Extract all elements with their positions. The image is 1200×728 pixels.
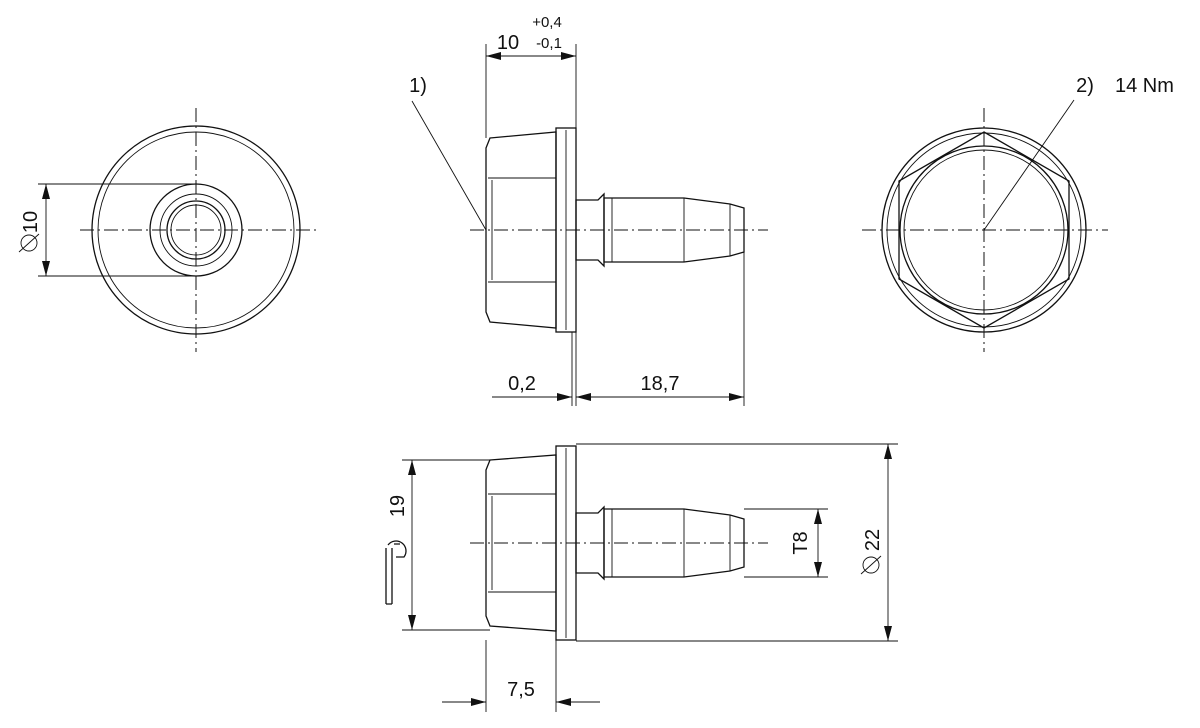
dim-0-2-label: 0,2 [508, 373, 536, 395]
dim-7-5-label: 7,5 [507, 679, 535, 701]
dim-18-7-label: 18,7 [641, 373, 680, 395]
note-2-label: 2) [1076, 75, 1094, 97]
dim-dia-10-label: 10 [20, 211, 42, 233]
end-view-right: 2) 14 Nm [862, 75, 1174, 352]
end-view-left: 10 [18, 108, 320, 352]
dim-t8-label: T8 [790, 531, 812, 554]
dim-len-10-label: 10 [497, 32, 519, 54]
wrench-icon [385, 540, 407, 605]
dim-19-label: 19 [387, 495, 409, 517]
tolerance-upper: +0,4 [532, 14, 562, 31]
side-view-top: 10 +0,4 -0,1 1) 0,2 18,7 [409, 14, 768, 406]
tolerance-lower: -0,1 [536, 35, 562, 52]
diameter-symbol-22 [860, 555, 882, 575]
torque-label: 14 Nm [1115, 75, 1174, 97]
side-view-bottom: 19 T8 22 7,5 [385, 443, 898, 712]
note-1-label: 1) [409, 75, 427, 97]
diameter-symbol [18, 233, 40, 253]
dim-dia-22-label: 22 [862, 529, 884, 551]
